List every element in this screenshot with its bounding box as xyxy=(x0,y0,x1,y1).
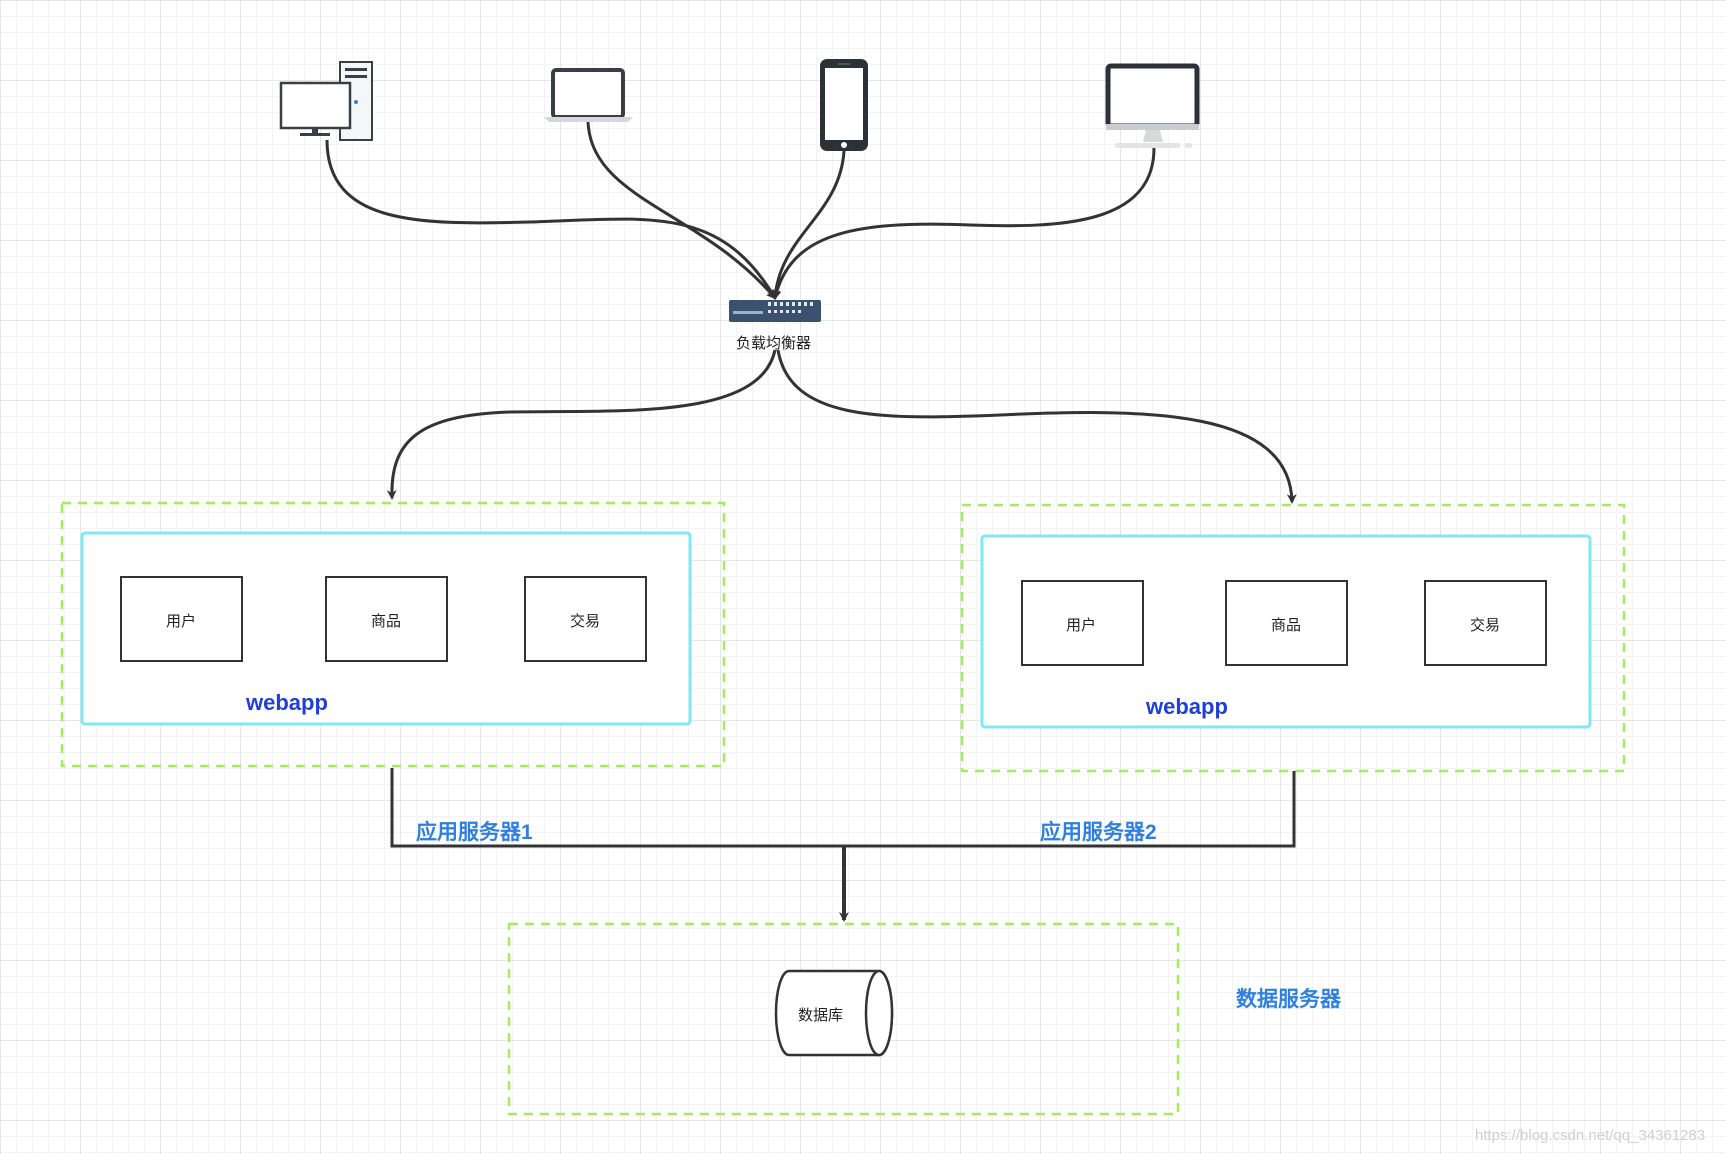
connector-lb-server1 xyxy=(386,349,777,500)
webapp-2-label: webapp xyxy=(1146,694,1228,719)
laptop-icon xyxy=(544,68,633,122)
db-connectors xyxy=(390,768,1296,922)
watermark: https://blog.csdn.net/qq_34361283 xyxy=(1475,1127,1706,1144)
load-balancer-label: 负载均衡器 xyxy=(736,335,812,352)
module-label-product-2: 商品 xyxy=(1271,617,1302,634)
connector-imac xyxy=(771,147,1156,300)
desktop-tower-icon xyxy=(279,61,373,141)
webapp-1-label: webapp xyxy=(246,690,328,715)
app-server-1-label: 应用服务器1 xyxy=(416,821,533,844)
module-label-user-1: 用户 xyxy=(166,613,197,630)
module-label-user-2: 用户 xyxy=(1066,617,1097,634)
data-server-container xyxy=(507,922,1180,1116)
module-label-trade-2: 交易 xyxy=(1470,617,1501,634)
module-box-user-1 xyxy=(120,576,243,662)
smartphone-icon xyxy=(820,59,868,151)
connector-laptop xyxy=(586,121,777,300)
data-server-label: 数据服务器 xyxy=(1236,988,1341,1011)
connector-lb-server2 xyxy=(776,349,1297,504)
module-box-trade-1 xyxy=(524,576,647,662)
module-box-product-2 xyxy=(1225,580,1348,666)
client-connectors xyxy=(325,121,1156,300)
load-balancer-icon xyxy=(729,300,821,322)
database-icon xyxy=(774,969,894,1057)
module-box-product-1 xyxy=(325,576,448,662)
lb-connectors xyxy=(386,349,1297,504)
database-label: 数据库 xyxy=(798,1007,844,1024)
app-server-2-label: 应用服务器2 xyxy=(1040,821,1157,844)
connector-desktop xyxy=(325,139,777,300)
connector-phone xyxy=(770,150,846,300)
module-box-trade-2 xyxy=(1424,580,1547,666)
module-label-product-1: 商品 xyxy=(371,613,402,630)
app-server-1-container xyxy=(60,501,726,768)
module-label-trade-1: 交易 xyxy=(570,613,601,630)
module-box-user-2 xyxy=(1021,580,1144,666)
imac-icon xyxy=(1105,63,1200,148)
